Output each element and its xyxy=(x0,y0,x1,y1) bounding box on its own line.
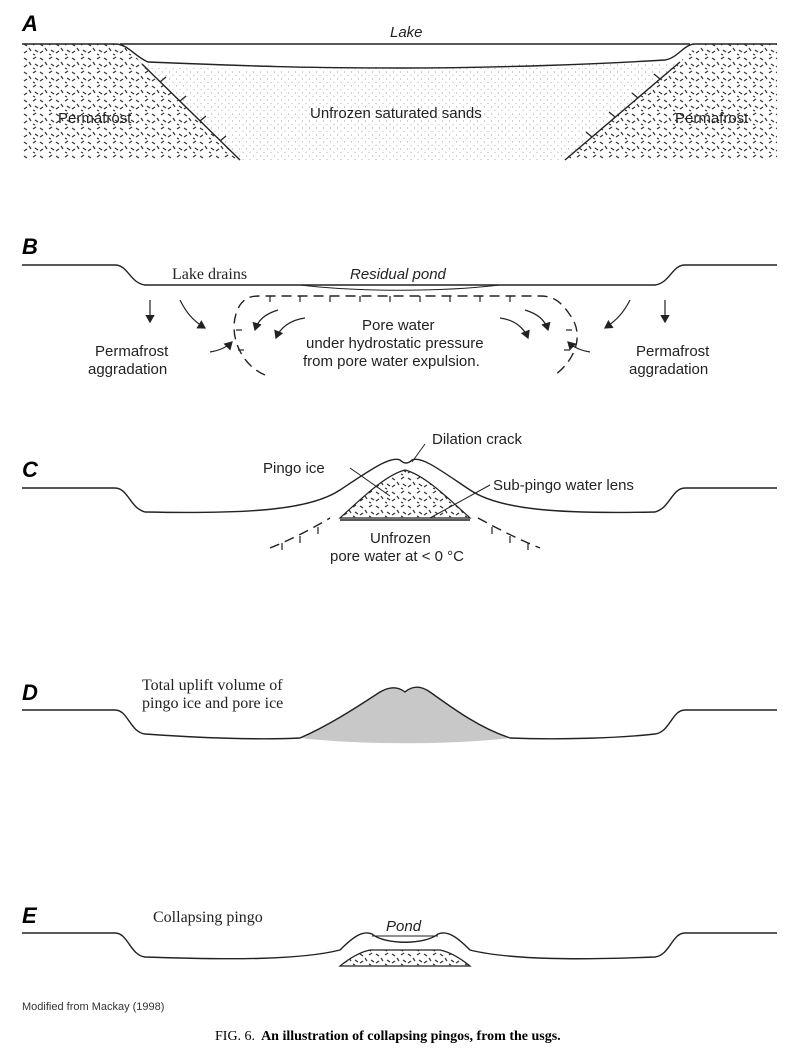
permafrost-left-b-label: Permafrost xyxy=(95,343,169,360)
water-lens-leader xyxy=(429,484,491,519)
pore-water-expulsion-label: from pore water expulsion. xyxy=(303,353,480,370)
ground-surface-d xyxy=(22,686,777,740)
pore-water-pressure-label: under hydrostatic pressure xyxy=(306,335,484,352)
pingo-ice-leader xyxy=(349,467,391,497)
panel-b: B Lake drains Residual pond xyxy=(22,234,777,378)
residual-pond-shape xyxy=(299,284,501,291)
flow-arrows-b xyxy=(145,299,670,353)
panel-a: A Lake Permafrost Unfrozen saturated san… xyxy=(21,11,777,161)
panel-b-letter: B xyxy=(22,234,38,259)
uplift-label-2: pingo ice and pore ice xyxy=(142,695,283,712)
residual-pond-label: Residual pond xyxy=(350,266,447,283)
sands-region xyxy=(142,62,680,160)
panel-d: D Total uplift volume of pingo ice and p… xyxy=(22,677,777,744)
dilation-crack-label: Dilation crack xyxy=(432,431,523,448)
panel-e: E Collapsing pingo Pond xyxy=(22,903,777,967)
caption-text: An illustration of collapsing pingos, fr… xyxy=(261,1029,561,1044)
aggradation-left-b-label: aggradation xyxy=(88,361,167,378)
ground-surface-e xyxy=(22,932,777,960)
uplift-volume-fill xyxy=(300,687,510,744)
freezing-front-c xyxy=(269,517,541,549)
permafrost-right-b-label: Permafrost xyxy=(636,343,710,360)
permafrost-boundary-right xyxy=(564,61,681,161)
pingo-ice-core xyxy=(338,469,472,519)
figure-caption: FIG. 6. An illustration of collapsing pin… xyxy=(215,1029,561,1044)
aggradation-right-b-label: aggradation xyxy=(629,361,708,378)
lake-drains-label: Lake drains xyxy=(172,266,247,283)
permafrost-right-label: Permafrost xyxy=(675,110,749,127)
pore-water-label: Pore water xyxy=(362,317,435,334)
permafrost-left-label: Permafrost xyxy=(58,110,132,127)
ground-surface-c xyxy=(22,458,777,514)
ground-surface-b xyxy=(22,264,777,286)
pore-water-temp-label: pore water at < 0 °C xyxy=(330,548,464,565)
permafrost-right-region xyxy=(565,44,777,160)
pond-label: Pond xyxy=(386,918,422,935)
panel-a-letter: A xyxy=(21,11,38,36)
panel-e-letter: E xyxy=(22,903,38,928)
boundary-ticks-a xyxy=(159,73,661,142)
source-note: Modified from Mackay (1998) xyxy=(22,1001,164,1013)
freezing-front-ticks-c xyxy=(281,527,529,550)
water-lens-label: Sub-pingo water lens xyxy=(493,477,634,494)
remnant-ice xyxy=(338,949,472,967)
panel-c: C Dilation crack Pingo ice Sub-pingo wat… xyxy=(22,431,777,565)
ground-surface-a xyxy=(22,43,777,69)
permafrost-boundary-left xyxy=(141,63,241,161)
collapsing-pingo-label: Collapsing pingo xyxy=(153,909,263,926)
caption-prefix: FIG. 6. xyxy=(215,1029,255,1044)
sands-label: Unfrozen saturated sands xyxy=(310,105,482,122)
panel-c-letter: C xyxy=(22,457,39,482)
freezing-front-b xyxy=(233,295,578,376)
permafrost-left-region xyxy=(22,44,240,160)
unfrozen-label: Unfrozen xyxy=(370,530,431,547)
uplift-label-1: Total uplift volume of xyxy=(142,677,283,694)
lake-label: Lake xyxy=(390,24,423,41)
dilation-crack-leader xyxy=(411,443,426,463)
panel-d-letter: D xyxy=(22,680,38,705)
pingo-ice-label: Pingo ice xyxy=(263,460,325,477)
